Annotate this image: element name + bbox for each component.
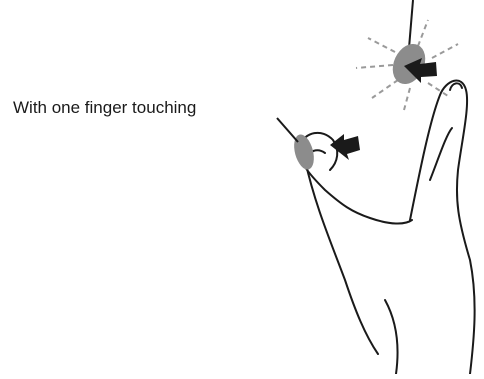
hand-outline (299, 81, 474, 374)
callout-leader-touch (277, 118, 298, 142)
thumb-arrow-icon (330, 134, 360, 160)
caption-one-finger-touching: With one finger touching (13, 98, 196, 118)
